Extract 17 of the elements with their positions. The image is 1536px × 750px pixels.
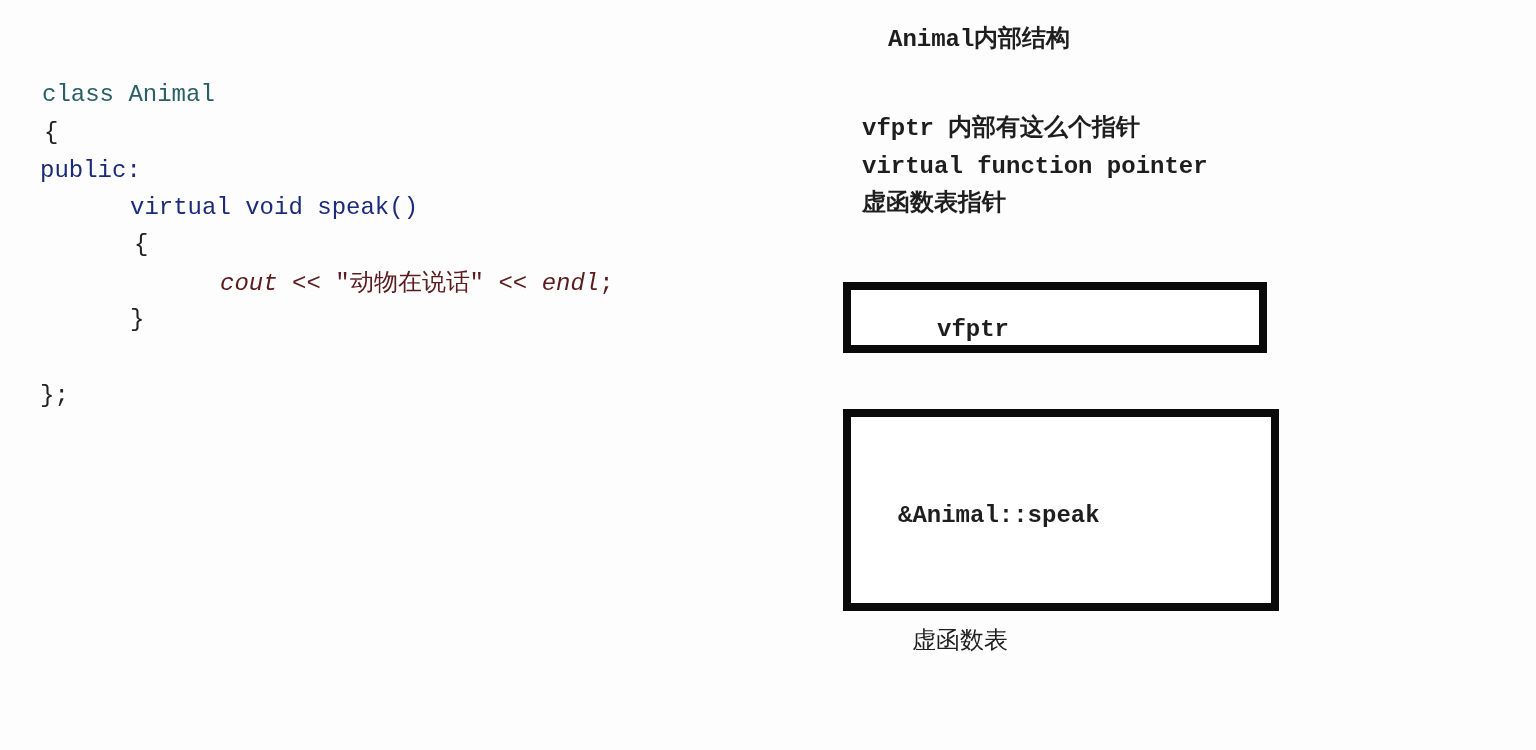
box-caption: 虚函数表: [912, 628, 1008, 656]
memory-box: [843, 409, 1279, 611]
annotation-text: virtual function pointer: [862, 153, 1208, 181]
box-label: vfptr: [937, 316, 1009, 344]
code-line: };: [40, 382, 69, 410]
box-label: &Animal::speak: [898, 502, 1100, 530]
annotation-text: 虚函数表指针: [862, 190, 1006, 218]
code-line: {: [44, 119, 59, 147]
code-line: class Animal: [42, 81, 215, 109]
code-line: }: [130, 306, 145, 334]
code-line: cout << "动物在说话" << endl;: [220, 270, 614, 298]
annotation-text: vfptr 内部有这么个指针: [862, 115, 1141, 143]
code-line: virtual void speak(): [130, 194, 419, 222]
code-line: public:: [40, 157, 141, 185]
title: Animal内部结构: [888, 26, 1071, 54]
memory-box: [843, 282, 1267, 353]
code-line: {: [134, 231, 149, 259]
